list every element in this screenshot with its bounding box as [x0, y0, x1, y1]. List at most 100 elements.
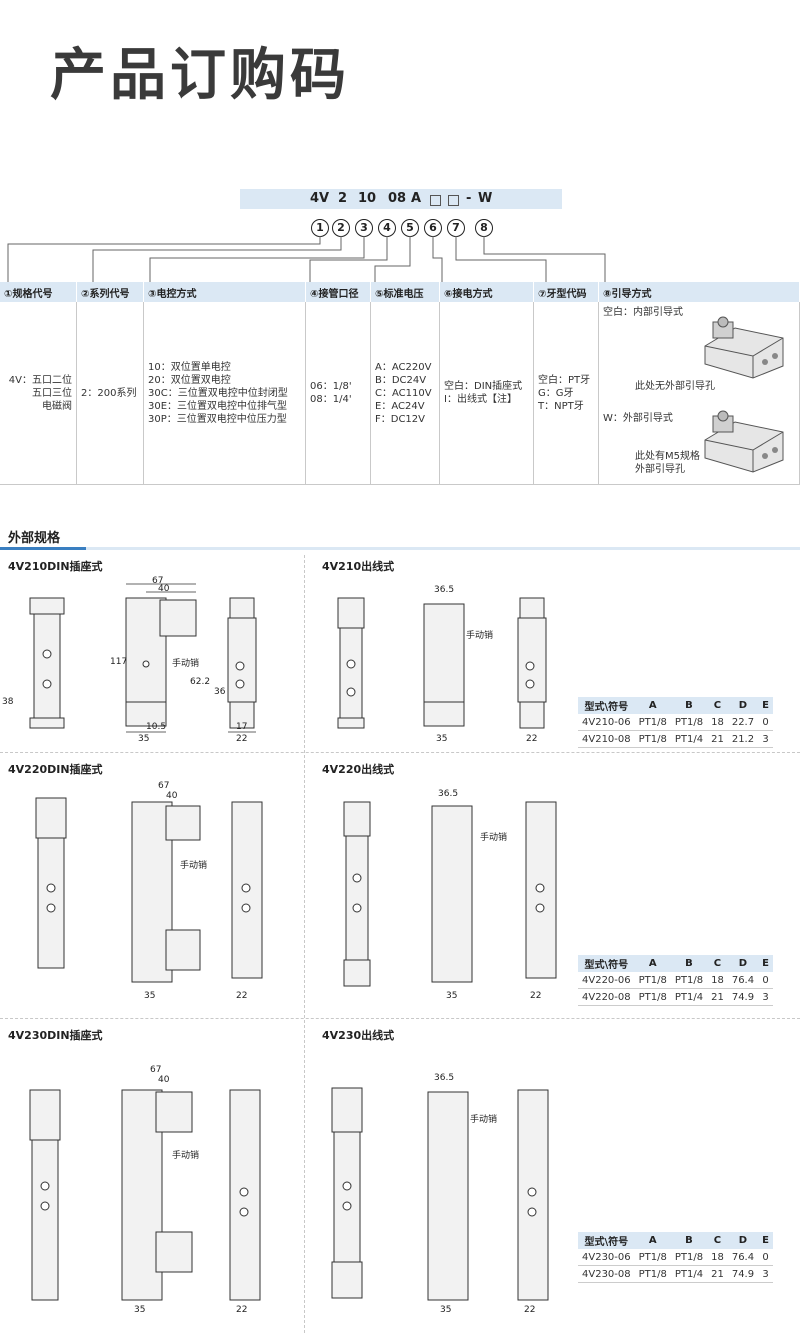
code-part: 08	[388, 191, 407, 206]
dim-label: 35	[436, 734, 447, 744]
spec-cell: 3	[758, 988, 773, 1006]
code-part: -	[466, 191, 472, 206]
thread-item: T：NPT牙	[538, 400, 584, 412]
spec-cell: 4V230-08	[578, 1265, 635, 1283]
pilot-external-note2: 外部引导孔	[635, 464, 685, 475]
code-leader-lines	[7, 236, 606, 282]
table-row: 4V230-06 PT1/8 PT1/8 18 76.4 0	[578, 1249, 773, 1266]
dim-label: 36.5	[434, 1073, 454, 1083]
control-item: 10：双位置单电控	[148, 361, 231, 373]
page-title: 产品订购码	[50, 43, 350, 108]
voltage-item: E：AC24V	[375, 400, 425, 412]
spec-cell: 0	[758, 714, 773, 731]
drawing-4v230-din: 67 40 手动销 35 22	[29, 1065, 261, 1312]
dim-label: 22	[524, 1305, 535, 1312]
spec-cell: 21	[707, 988, 728, 1006]
wiring-item: 空白：DIN插座式	[444, 381, 523, 392]
model-title: 4V230出线式	[322, 1029, 395, 1042]
grid-divider	[0, 1018, 800, 1019]
table-row: 4V230-08 PT1/8 PT1/4 21 74.9 3	[578, 1265, 773, 1283]
cell-thread: 空白：PT牙 G：G牙 T：NPT牙	[533, 302, 599, 485]
header-wiring: ⑥接电方式	[439, 282, 534, 302]
dim-label: 67	[152, 576, 163, 586]
spec-cell: 22.7	[727, 714, 759, 731]
spec-cell: 3	[758, 730, 773, 748]
dim-label: 38	[2, 697, 14, 707]
code-circle: 7	[447, 219, 465, 237]
spec-cell: PT1/8	[634, 988, 671, 1006]
dim-label: 22	[236, 1305, 247, 1312]
spec-cell: PT1/8	[634, 1249, 671, 1266]
voltage-item: F：DC12V	[375, 413, 425, 425]
code-circle: 3	[355, 219, 373, 237]
manual-pin-label: 手动销	[172, 1149, 199, 1161]
spec-cell: 4V220-08	[578, 988, 635, 1006]
dim-label: 40	[158, 584, 170, 594]
drawing-4v220-din: 67 40 手动销 35 22	[35, 781, 263, 1001]
dim-label: 35	[144, 991, 155, 1001]
cell-wiring: 空白：DIN插座式 I：出线式【注】	[439, 302, 534, 485]
spec-cell: 0	[758, 972, 773, 989]
code-part: A	[411, 191, 422, 206]
header-voltage: ⑤标准电压	[370, 282, 440, 302]
spec-header: A	[634, 697, 671, 714]
spec-header: D	[727, 697, 759, 714]
spec-cell: 74.9	[727, 988, 759, 1006]
model-title: 4V220DIN插座式	[8, 763, 103, 776]
section-divider-accent	[0, 547, 86, 550]
spec-header: E	[758, 955, 773, 972]
spec-cell: 74.9	[727, 1265, 759, 1283]
dim-label: 35	[134, 1305, 145, 1312]
header-spec-code: ①规格代号	[0, 282, 77, 302]
voltage-item: B：DC24V	[375, 374, 427, 386]
control-item: 20：双位置双电控	[148, 374, 231, 386]
drawing-4v220-wire: 36.5 手动销 35 22	[343, 789, 557, 1001]
dim-label: 22	[526, 734, 537, 744]
dim-label: 36.5	[434, 585, 454, 595]
model-title: 4V210出线式	[322, 560, 395, 573]
control-item: 30E：三位置双电控中位排气型	[148, 400, 288, 412]
spec-header: A	[634, 955, 671, 972]
thread-item: G：G牙	[538, 387, 574, 399]
spec-cell: 18	[707, 714, 728, 731]
spec-cell: 21	[707, 730, 728, 748]
section-divider	[0, 547, 800, 550]
spec-header: C	[707, 697, 728, 714]
header-series-code: ②系列代号	[76, 282, 144, 302]
dim-label: 36	[214, 687, 226, 697]
table-row: 4V220-08 PT1/8 PT1/4 21 74.9 3	[578, 988, 773, 1006]
spec-header: B	[670, 697, 708, 714]
spec-table-4v220: 型式\符号 A B C D E 4V220-06 PT1/8 PT1/8 18 …	[578, 955, 773, 1006]
spec-cell: 76.4	[727, 1249, 759, 1266]
spec-header: C	[707, 955, 728, 972]
order-code-bar: 4V 2 10 08 A - W	[240, 189, 562, 209]
code-part: 10	[358, 191, 377, 206]
spec-cell: PT1/8	[670, 1249, 708, 1266]
port-item: 06：1/8'	[310, 381, 352, 392]
voltage-item: A：AC220V	[375, 361, 432, 373]
spec-cell: PT1/8	[634, 730, 671, 748]
code-box	[448, 193, 459, 208]
model-title: 4V210DIN插座式	[8, 560, 103, 573]
dim-label: 36.5	[438, 789, 458, 799]
spec-cell: 4V210-06	[578, 714, 635, 731]
dim-label: 62.2	[190, 677, 210, 687]
wiring-item: I：出线式【注】	[444, 394, 517, 405]
spec-header: D	[727, 1232, 759, 1249]
manual-pin-label: 手动销	[480, 831, 507, 843]
valve-illustration-external	[704, 410, 784, 473]
table-row: 4V220-06 PT1/8 PT1/8 18 76.4 0	[578, 972, 773, 989]
code-circle: 2	[332, 219, 350, 237]
dim-label: 67	[158, 781, 169, 791]
code-circle: 4	[378, 219, 396, 237]
dim-label: 35	[446, 991, 457, 1001]
spec-cell: PT1/8	[634, 714, 671, 731]
dim-label: 22	[530, 991, 541, 1001]
code-box	[430, 193, 441, 208]
drawing-4v210-din: 67 40 35 10.5 17 22 手动销 38 117 62.2 36	[2, 576, 257, 744]
spec-header: 型式\符号	[578, 955, 635, 972]
valve-illustration-internal	[704, 316, 784, 379]
dim-label: 22	[236, 734, 247, 744]
spec-header: 型式\符号	[578, 697, 635, 714]
code-circle: 5	[401, 219, 419, 237]
